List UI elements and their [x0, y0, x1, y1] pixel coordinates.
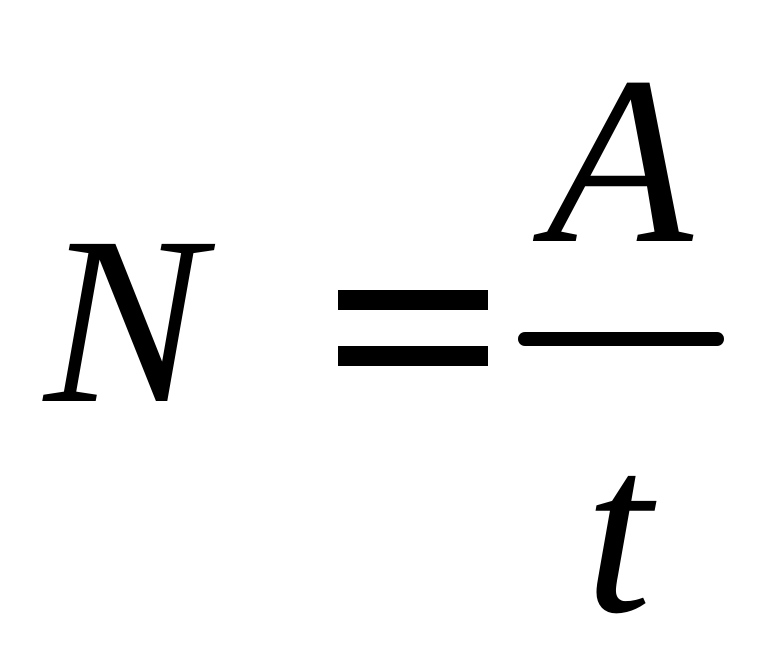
denominator-t: t — [585, 397, 652, 663]
fraction-bar — [518, 332, 724, 346]
variable-n: N — [44, 187, 205, 453]
numerator-a: A — [546, 27, 693, 293]
equals-sign-top-bar — [338, 290, 488, 310]
equals-sign-bottom-bar — [338, 346, 488, 366]
